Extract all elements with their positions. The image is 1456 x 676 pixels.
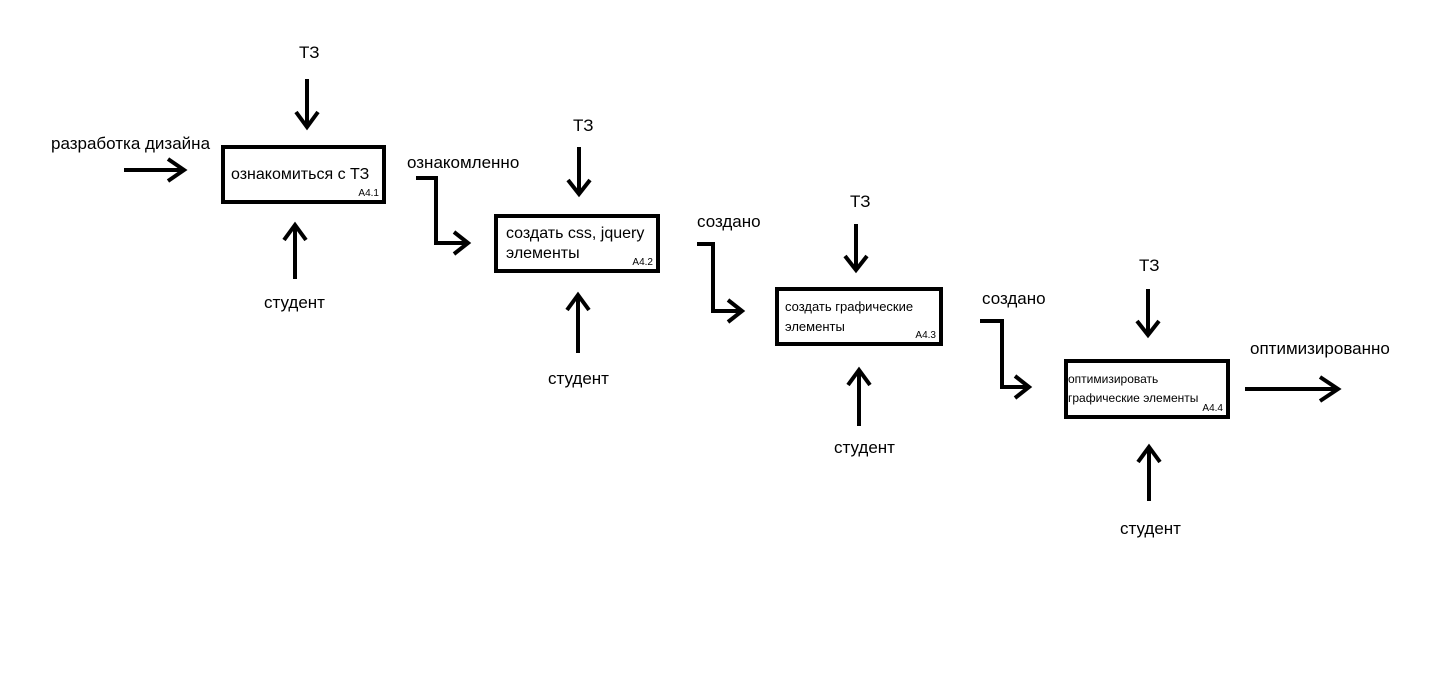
output-arrow [1245,375,1342,403]
activity-id: A4.4 [1202,403,1223,414]
activity-box-a42[interactable]: создать css, jquery элементы A4.2 [494,214,660,273]
activity-label: создать css, jquery элементы [506,224,645,262]
a43-mechanism-label: студент [834,438,895,457]
a44-control-arrow [1135,289,1161,339]
activity-box-a44[interactable]: оптимизировать графические элементы A4.4 [1064,359,1230,419]
a41-control-label: ТЗ [299,43,320,62]
input-label: разработка дизайна [51,134,211,153]
a42-mechanism-label: студент [548,369,609,388]
activity-label: создать графические элементы [785,298,914,334]
a42-output-label: создано [697,212,761,231]
a43-to-a44-arrow [980,319,1033,400]
a41-mechanism-label: студент [264,293,325,312]
a42-to-a43-arrow [697,242,746,324]
a42-control-arrow [566,147,592,198]
activity-box-a43[interactable]: создать графические элементы A4.3 [775,287,943,346]
activity-label: оптимизировать графические элементы [1068,372,1199,405]
a43-output-label: создано [982,289,1046,308]
a42-control-label: ТЗ [573,116,594,135]
a44-control-label: ТЗ [1139,256,1160,275]
output-label: оптимизированно [1250,339,1390,358]
a43-control-label: ТЗ [850,192,871,211]
a43-control-arrow [843,224,869,274]
activity-id: A4.2 [632,257,653,268]
a42-mechanism-arrow [565,291,591,353]
a44-mechanism-label: студент [1120,519,1181,538]
activity-label: ознакомиться с ТЗ [231,165,370,183]
activity-id: A4.3 [915,330,936,341]
activity-id: A4.1 [358,188,379,199]
input-arrow [124,157,188,183]
a41-mechanism-arrow [282,221,308,279]
activity-box-a41[interactable]: ознакомиться с ТЗ A4.1 [221,145,386,204]
a41-control-arrow [294,79,320,131]
a44-mechanism-arrow [1136,443,1162,501]
a43-mechanism-arrow [846,366,872,426]
a41-to-a42-arrow [416,176,472,256]
a41-output-label: ознакомленно [407,153,520,172]
